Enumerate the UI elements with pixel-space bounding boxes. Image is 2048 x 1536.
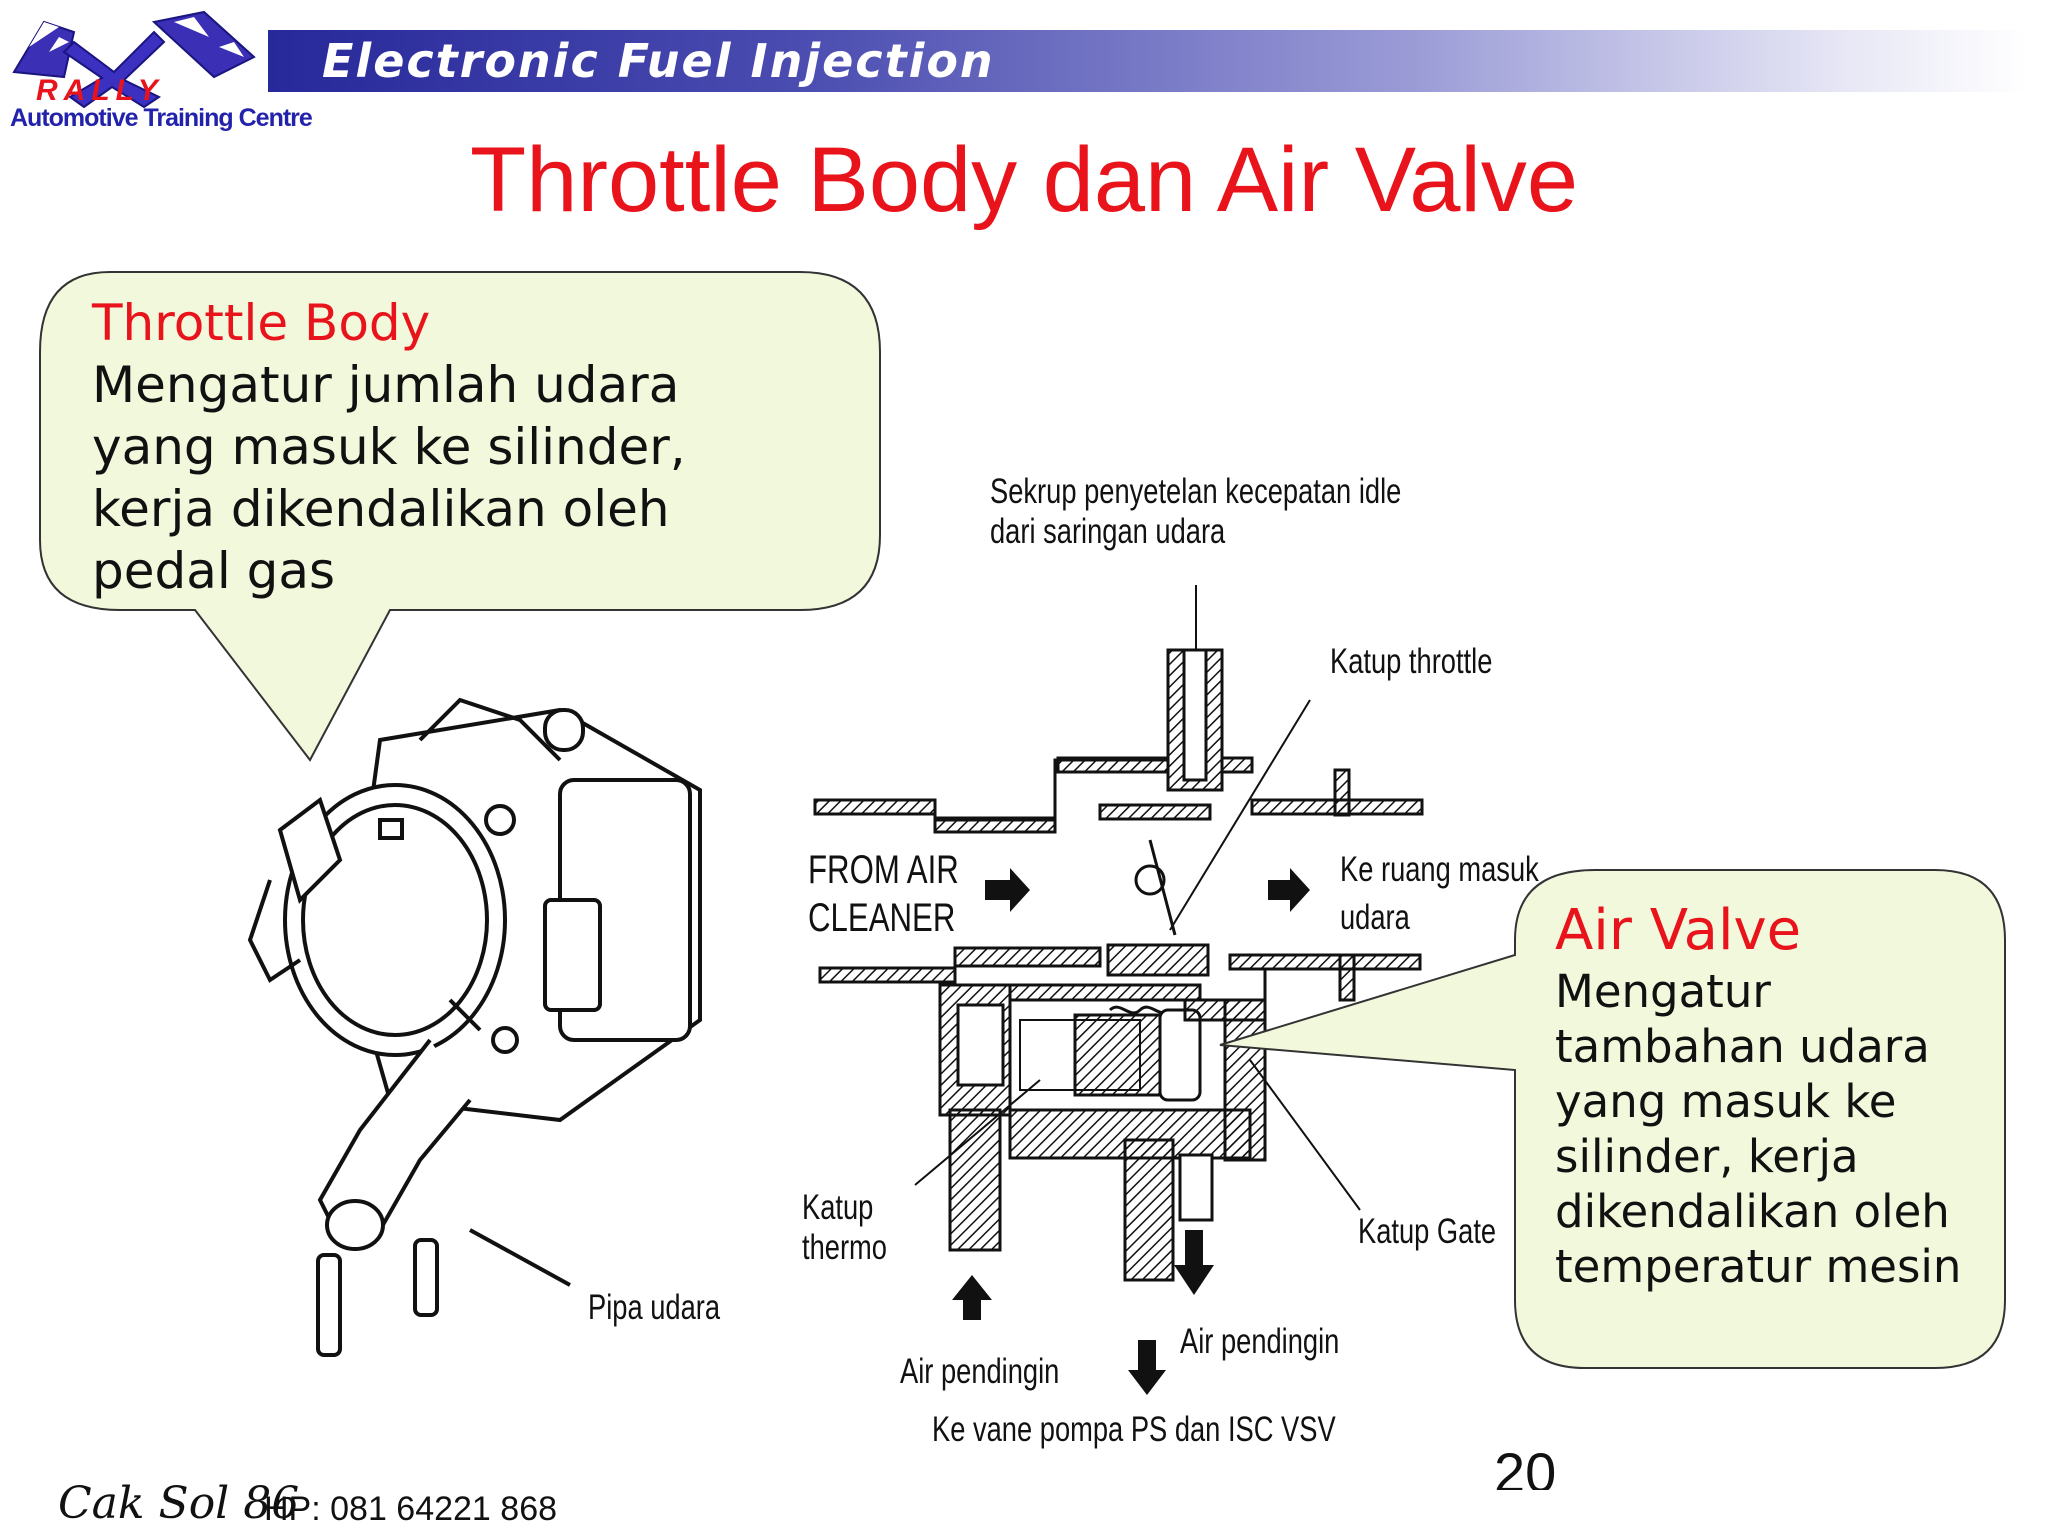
throttle-body-description: Mengatur jumlah udara yang masuk ke sili…: [92, 356, 686, 600]
slide-title: Throttle Body dan Air Valve: [470, 129, 1578, 231]
header-title: Electronic Fuel Injection: [322, 34, 995, 88]
label-air-pipe: Pipa udara: [588, 1288, 721, 1327]
air-valve-callout: Air Valve Mengatur tambahan udara yang m…: [1555, 898, 1961, 1294]
throttle-body-callout: Throttle Body Mengatur jumlah udara yang…: [92, 292, 686, 602]
label-thermo-valve: Katup thermo: [802, 1188, 887, 1267]
air-valve-callout-bubble: [1219, 869, 2006, 1369]
label-to-intake: Ke ruang masuk udara: [1340, 850, 1539, 937]
air-valve-heading: Air Valve: [1555, 898, 1802, 963]
label-coolant-out: Air pendingin: [1180, 1322, 1340, 1361]
air-valve-description: Mengatur tambahan udara yang masuk ke si…: [1555, 965, 1962, 1293]
logo-subtitle: Automotive Training Centre: [10, 104, 313, 132]
label-from-air-cleaner: FROM AIR CLEANER: [808, 848, 959, 940]
label-gate-valve: Katup Gate: [1358, 1212, 1497, 1251]
page-number: 20: [1494, 1441, 1557, 1490]
footer-phone: HP: 081 64221 868: [264, 1490, 558, 1528]
footer-author: Cak Sol 86: [58, 1478, 300, 1529]
label-idle-screw: Sekrup penyetelan kecepatan idle dari sa…: [990, 472, 1402, 551]
checkered-flag-right-icon: [151, 10, 256, 79]
throttle-body-heading: Throttle Body: [92, 294, 431, 352]
label-throttle-valve: Katup throttle: [1330, 642, 1493, 681]
header-bar: [268, 30, 2028, 92]
label-coolant-in: Air pendingin: [900, 1352, 1060, 1391]
logo-brand: RALLY: [36, 74, 164, 107]
flow-arrows: [952, 868, 1310, 1395]
label-vane-pump: Ke vane pompa PS dan ISC VSV: [932, 1410, 1336, 1449]
checkered-flag-left-icon: [12, 20, 76, 79]
throttle-body-drawing: [247, 697, 702, 1357]
air-valve-schematic: [813, 585, 1424, 1282]
throttle-body-callout-bubble: [39, 271, 881, 762]
rally-logo: RALLY: [12, 10, 256, 109]
